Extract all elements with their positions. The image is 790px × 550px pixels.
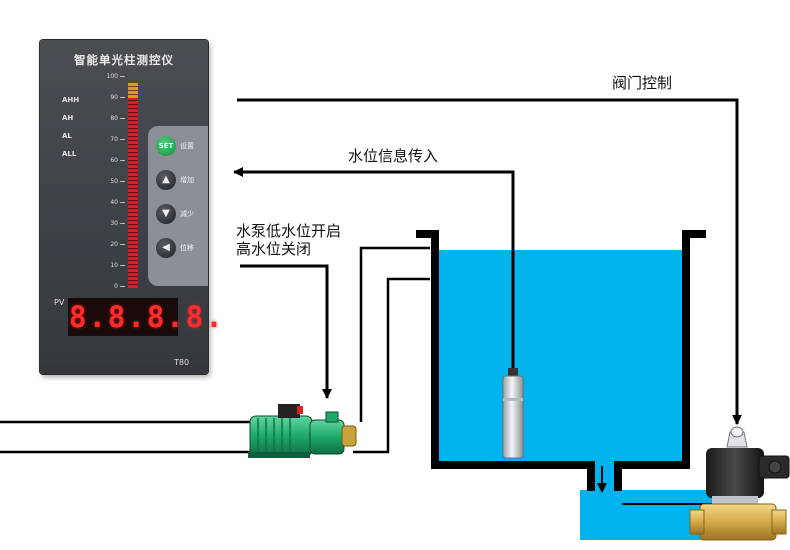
scale-tick-label: 80 [110, 115, 118, 122]
pv-display: 8.8.8.8. [68, 298, 225, 336]
scale-tick-mark [120, 265, 125, 266]
bargraph-fill [128, 98, 138, 288]
alarm-label-ah: AH [62, 114, 74, 122]
pump-return-pipe [353, 277, 430, 454]
valve-control-label: 阀门控制 [612, 74, 673, 92]
scale-tick-label: 100 [106, 73, 118, 80]
bargraph-top-segment [128, 82, 138, 98]
shift-button-label: 位移 [180, 244, 194, 252]
decrease-button-label: 减少 [180, 210, 194, 218]
tank-water [439, 250, 686, 461]
pv-display-value: 8.8.8.8. [69, 300, 225, 334]
scale-tick-label: 50 [110, 178, 118, 185]
alarm-label-al: AL [62, 132, 72, 140]
scale-tick-mark [120, 181, 125, 182]
scale-tick-mark [120, 286, 125, 287]
solenoid-valve-icon [689, 426, 790, 541]
alarm-label-ahh: AHH [62, 96, 80, 104]
bargraph [128, 82, 138, 288]
decrease-button[interactable]: ▼ [156, 204, 176, 224]
pump-off-label: 高水位关闭 [236, 240, 312, 258]
scale-tick-label: 0 [114, 283, 118, 290]
scale-tick-label: 10 [110, 262, 118, 269]
increase-button[interactable]: ▲ [156, 170, 176, 190]
scale-tick-label: 70 [110, 136, 118, 143]
scale-tick-label: 30 [110, 220, 118, 227]
scale-tick-mark [120, 160, 125, 161]
scale-tick-mark [120, 139, 125, 140]
pump-on-label: 水泵低水位开启 [236, 222, 342, 240]
model-label: T80 [174, 358, 190, 367]
scale-tick-label: 40 [110, 199, 118, 206]
scale-tick-mark [120, 118, 125, 119]
scale-tick-label: 90 [110, 94, 118, 101]
scale-tick-mark [120, 244, 125, 245]
scale-tick-mark [120, 97, 125, 98]
scale-tick-label: 60 [110, 157, 118, 164]
scale-tick-mark [120, 202, 125, 203]
set-button-label: 设置 [180, 142, 194, 150]
shift-button[interactable]: ◀ [156, 238, 176, 258]
scale-tick-label: 20 [110, 241, 118, 248]
keypad: SET 设置 ▲ 增加 ▼ 减少 ◀ 位移 [148, 126, 208, 286]
alarm-label-all: ALL [62, 150, 77, 158]
level-signal-line [233, 167, 515, 370]
set-button[interactable]: SET [156, 136, 176, 156]
pv-label: PV [54, 298, 65, 307]
water-pump-icon [248, 404, 357, 458]
scale-tick-mark [120, 76, 125, 77]
valve-control-line [237, 98, 742, 425]
level-info-input-label: 水位信息传入 [348, 147, 439, 165]
controller-title: 智能单光柱测控仪 [74, 53, 174, 67]
pump-control-line [240, 264, 332, 399]
increase-button-label: 增加 [180, 176, 194, 184]
level-sensor-probe-icon [502, 368, 524, 459]
pump-outlet-pipe [359, 246, 430, 422]
tank [416, 230, 706, 491]
scale-tick-mark [120, 223, 125, 224]
